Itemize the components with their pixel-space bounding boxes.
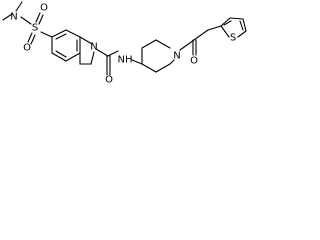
atom-oxygen-sulfonyl-top: O: [40, 3, 48, 14]
bond-carbonyl-nh: [107, 50, 119, 57]
bond-thio-1: [220, 17, 231, 27]
atom-n-indoline: N: [90, 42, 97, 53]
bond-s-o-bottom-2: [30, 34, 36, 45]
bond-ring5-2: [90, 51, 95, 65]
bond-ring5-1: [79, 36, 93, 45]
bond-benz-2: [65, 29, 81, 38]
bond-pip-4: [141, 63, 157, 73]
bond-benz-5: [51, 52, 67, 62]
bond-nh-pip: [131, 59, 143, 65]
bond-benz-inner-3: [55, 50, 67, 58]
atom-sulfur-thiophene: S: [230, 33, 236, 44]
bond-benz-inner-1: [55, 33, 67, 40]
bond-s-aryl: [40, 31, 53, 38]
bond-thio-inner-1: [223, 20, 232, 26]
atom-oxygen-sulfonyl-bottom: O: [23, 43, 31, 54]
bond-thio-5: [220, 25, 230, 38]
bond-pip-n-acyl: [179, 39, 195, 51]
bond-benz-4: [65, 52, 81, 62]
bond-ch2-thiophene: [207, 25, 222, 31]
bond-n-s: [20, 16, 32, 25]
atom-n-piperidine: N: [173, 51, 180, 62]
atom-oxygen-acyl: O: [190, 56, 198, 67]
atom-oxygen-urea: O: [105, 75, 113, 86]
bond-s-o-bottom-1: [27, 32, 33, 43]
bond-thio-inner-2: [239, 20, 244, 31]
bond-thio-2: [229, 17, 244, 20]
bond-s-o-top-1: [35, 12, 41, 23]
bond-thio-3: [242, 18, 247, 32]
bond-methyl-up: [15, 1, 23, 12]
atom-sulfur-sulfonyl: S: [32, 23, 38, 34]
bonds: [2, 1, 247, 76]
bond-n-carbonyl: [95, 48, 109, 57]
bond-pip-3: [155, 39, 171, 49]
bond-s-o-top-2: [38, 14, 44, 25]
bond-benz-1: [51, 29, 67, 38]
bond-methyl-left: [2, 13, 13, 21]
bond-pip-2: [141, 39, 157, 49]
atom-labels: N S O O N O NH N O S: [10, 3, 236, 86]
atom-nh-amide: NH: [118, 55, 133, 66]
bond-acyl-ch2: [193, 29, 209, 41]
atom-n-dimethyl: N: [10, 12, 17, 23]
bond-thio-4: [237, 30, 247, 38]
bond-pip-6: [169, 59, 175, 65]
chemical-structure-diagram: N S O O N O NH N O S: [2, 1, 247, 86]
bond-pip-5: [155, 63, 171, 73]
